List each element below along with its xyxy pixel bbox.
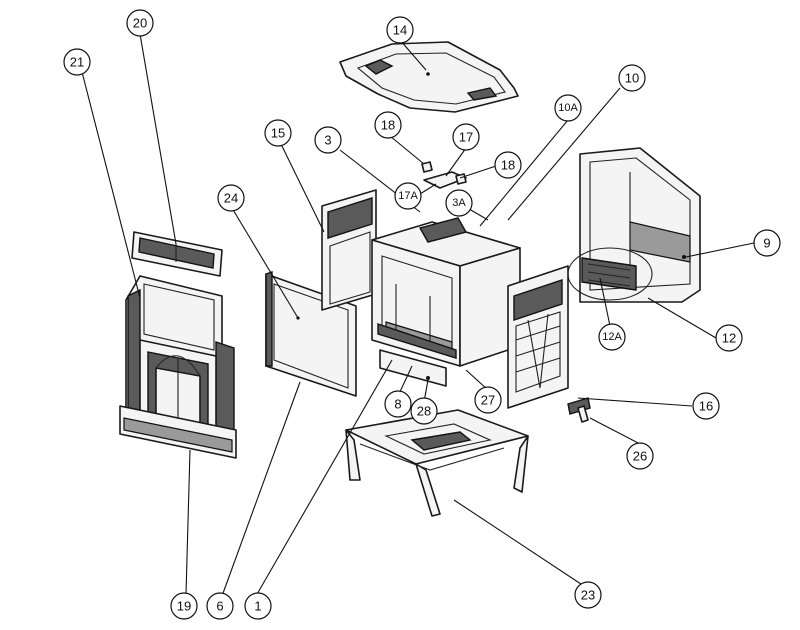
left-side-panel (321, 189, 377, 311)
callout-3: 3 (314, 126, 342, 154)
svg-text:17: 17 (459, 130, 473, 145)
svg-text:8: 8 (394, 397, 401, 412)
svg-text:1: 1 (254, 599, 261, 614)
svg-text:3A: 3A (452, 197, 466, 209)
top-plate (339, 41, 519, 113)
callout-24: 24 (217, 184, 245, 212)
front-facade (119, 275, 237, 459)
callout-18-right: 18 (494, 151, 522, 179)
svg-text:3: 3 (324, 133, 331, 148)
svg-text:27: 27 (481, 393, 495, 408)
callout-14: 14 (386, 16, 414, 44)
ash-lip (379, 349, 447, 387)
svg-text:16: 16 (699, 399, 713, 414)
callout-6: 6 (206, 592, 234, 620)
svg-text:14: 14 (393, 23, 407, 38)
svg-text:10: 10 (625, 71, 639, 86)
callout-3a: 3A (445, 189, 473, 217)
callout-16: 16 (692, 392, 720, 420)
callout-10a: 10A (554, 94, 582, 122)
svg-text:23: 23 (581, 588, 595, 603)
callout-20: 20 (126, 9, 154, 37)
callout-17: 17 (452, 123, 480, 151)
callout-12a: 12A (598, 323, 626, 351)
bracket-assembly (421, 161, 467, 189)
leader-lines (81, 33, 755, 597)
callout-23: 23 (574, 581, 602, 609)
callout-27: 27 (474, 386, 502, 414)
callout-19: 19 (170, 592, 198, 620)
svg-text:18: 18 (381, 118, 395, 133)
callout-17a: 17A (394, 182, 422, 210)
svg-text:24: 24 (224, 191, 238, 206)
right-side-panel (507, 265, 569, 409)
blower (567, 247, 653, 301)
callout-15: 15 (264, 119, 292, 147)
callout-18-left: 18 (374, 111, 402, 139)
pedestal-base (345, 409, 529, 517)
callout-21: 21 (63, 48, 91, 76)
callout-8: 8 (384, 390, 412, 418)
callout-10: 10 (618, 64, 646, 92)
svg-text:28: 28 (417, 404, 431, 419)
svg-text:6: 6 (216, 599, 223, 614)
callout-12: 12 (715, 324, 743, 352)
lintel-bar (131, 231, 223, 277)
callout-28: 28 (410, 397, 438, 425)
svg-text:9: 9 (763, 236, 770, 251)
svg-text:17A: 17A (398, 190, 418, 202)
svg-text:20: 20 (133, 16, 147, 31)
svg-text:26: 26 (633, 449, 647, 464)
svg-text:12A: 12A (602, 331, 622, 343)
firebox-body (371, 217, 521, 367)
svg-text:15: 15 (271, 126, 285, 141)
callout-9: 9 (753, 229, 781, 257)
svg-text:19: 19 (177, 599, 191, 614)
svg-text:10A: 10A (558, 102, 578, 114)
svg-text:18: 18 (501, 158, 515, 173)
svg-text:12: 12 (722, 331, 736, 346)
fitting (567, 397, 591, 423)
callout-1: 1 (244, 592, 272, 620)
callout-26: 26 (626, 442, 654, 470)
svg-text:21: 21 (70, 55, 84, 70)
